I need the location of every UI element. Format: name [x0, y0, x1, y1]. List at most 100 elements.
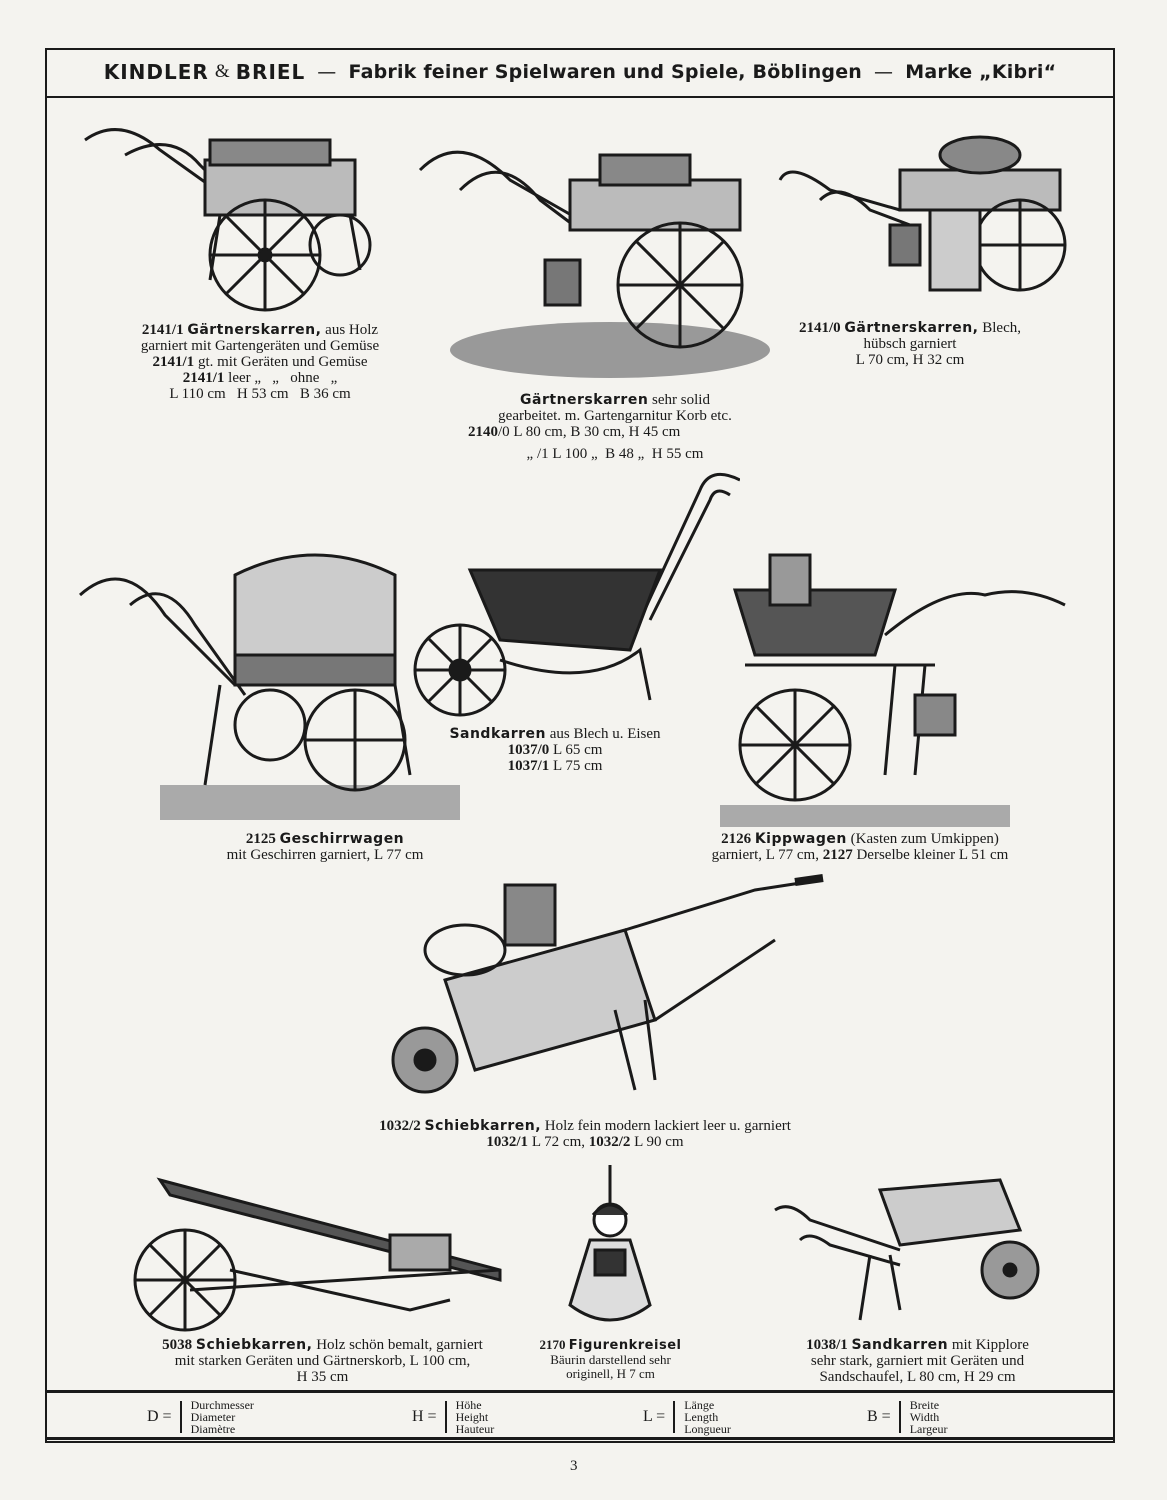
item-text: leer „ „ ohne „	[228, 370, 338, 386]
item-number: 2141/1	[182, 370, 225, 386]
item-number: 1032/1	[486, 1134, 529, 1150]
item-number: 1037/0	[507, 742, 550, 758]
illustration-gaertnerskarren-2141-0	[778, 135, 1067, 292]
page-frame	[45, 48, 1115, 1443]
item-text: (Kasten zum Umkippen)	[850, 831, 999, 847]
legend-key: B =	[867, 1408, 891, 1425]
legend-word: Diamètre	[190, 1422, 236, 1436]
legend-word: Höhe	[455, 1398, 482, 1412]
item-number: 2141/0	[798, 320, 841, 336]
illustration-gaertnerskarren-2141-1	[84, 128, 372, 312]
item-text: aus Blech u. Eisen	[549, 726, 661, 742]
caption-2141-0: 2141/0 Gärtnerskarren, Blech, hübsch gar…	[780, 320, 1040, 368]
caption-1037: Sandkarren aus Blech u. Eisen 1037/0 L 6…	[420, 726, 690, 774]
item-text: mit Kipplore	[951, 1337, 1029, 1353]
item-text: Blech,	[982, 320, 1021, 336]
item-name: Gärtnerskarren	[520, 392, 649, 408]
item-text: mit starken Geräten und Gärtnerskorb, L …	[174, 1353, 471, 1369]
item-number: 1032/2	[588, 1134, 631, 1150]
header-mark: Marke „Kibri“	[905, 61, 1057, 83]
caption-1032: 1032/2 Schiebkarren, Holz fein modern la…	[330, 1118, 840, 1150]
illustration-schiebkarren-5038	[133, 1177, 502, 1332]
illustration-sandkarren-1038-1	[774, 1178, 1040, 1321]
item-dimensions: originell, H 7 cm	[566, 1366, 655, 1381]
item-text: gt. mit Geräten und Gemüse	[197, 354, 368, 370]
item-number: 2140	[468, 424, 498, 440]
item-name: Kippwagen	[754, 831, 847, 847]
item-name: Schiebkarren,	[195, 1337, 313, 1353]
item-dimensions: L 90 cm	[634, 1134, 684, 1150]
item-number: 2141/1	[141, 322, 184, 338]
item-dimensions: H 35 cm	[296, 1369, 349, 1385]
item-number: 1038/1	[806, 1337, 848, 1353]
item-number: 2126	[721, 831, 752, 847]
catalog-header: KINDLER & BRIEL — Fabrik feiner Spielwar…	[45, 48, 1115, 98]
caption-5038: 5038 Schiebkarren, Holz schön bemalt, ga…	[120, 1337, 525, 1385]
legend-word: Länge	[684, 1398, 715, 1412]
legend-word: Width	[909, 1410, 940, 1424]
legend-key: H =	[412, 1408, 437, 1425]
legend-word: Breite	[909, 1398, 940, 1412]
caption-2125: 2125 Geschirrwagen mit Geschirren garnie…	[195, 831, 455, 863]
item-name: Sandkarren	[851, 1337, 949, 1353]
item-text: sehr stark, garniert mit Geräten und	[810, 1353, 1025, 1369]
illustration-geschirrwagen-2125	[79, 553, 460, 820]
brand-name-2: BRIEL	[235, 60, 306, 84]
item-dimensions: /0 L 80 cm, B 30 cm, H 45 cm	[498, 424, 681, 440]
item-text: Holz fein modern lackiert leer u. garnie…	[544, 1118, 791, 1134]
item-dimensions: L 75 cm	[552, 758, 603, 774]
item-number: 2141/1	[152, 354, 195, 370]
item-text: Holz schön bemalt, garniert	[316, 1337, 483, 1353]
legend-key: L =	[643, 1408, 666, 1425]
caption-2170: 2170 Figurenkreisel Bäurin darstellend s…	[528, 1338, 693, 1381]
item-text: sehr solid	[652, 392, 710, 408]
illustration-schiebkarren-1032	[391, 874, 824, 1094]
item-dimensions: L 72 cm,	[531, 1134, 585, 1150]
item-text: garniert, L 77 cm,	[711, 847, 819, 863]
item-text: hübsch garniert	[863, 336, 957, 352]
item-text: gearbeitet. m. Gartengarnitur Korb etc.	[498, 408, 732, 424]
legend-key: D =	[147, 1408, 172, 1425]
item-number: 1037/1	[507, 758, 550, 774]
page-number: 3	[570, 1458, 578, 1474]
item-name: Sandkarren	[449, 726, 546, 742]
caption-1038-1: 1038/1 Sandkarren mit Kipplore sehr star…	[765, 1337, 1070, 1385]
header-subtitle: Fabrik feiner Spielwaren und Spiele, Böb…	[348, 61, 863, 83]
brand-name: KINDLER	[103, 60, 209, 84]
caption-2126: 2126 Kippwagen (Kasten zum Umkippen) gar…	[680, 831, 1040, 863]
item-dimensions: „ /1 L 100 „ B 48 „ H 55 cm	[526, 446, 704, 462]
legend-word: Largeur	[909, 1422, 948, 1436]
item-name: Gärtnerskarren,	[187, 322, 322, 338]
item-dimensions: L 110 cm H 53 cm B 36 cm	[169, 386, 351, 402]
item-dimensions: Sandschaufel, L 80 cm, H 29 cm	[819, 1369, 1016, 1385]
item-name: Gärtnerskarren,	[844, 320, 979, 336]
item-text: mit Geschirren garniert, L 77 cm	[226, 847, 424, 863]
illustration-gaertnerskarren-2140	[418, 150, 770, 378]
item-text: aus Holz	[325, 322, 379, 338]
caption-2141-1: 2141/1 Gärtnerskarren, aus Holz garniert…	[100, 322, 420, 402]
item-number: 5038	[162, 1337, 193, 1353]
item-dimensions: L 65 cm	[552, 742, 603, 758]
item-name: Schiebkarren,	[424, 1118, 542, 1134]
item-number: 1032/2	[379, 1118, 421, 1134]
legend-word: Diameter	[190, 1410, 236, 1424]
item-text: Bäurin darstellend sehr	[550, 1352, 671, 1367]
legend-word: Length	[684, 1410, 719, 1424]
item-number: 2125	[245, 831, 276, 847]
caption-2140: Gärtnerskarren sehr solid gearbeitet. m.…	[460, 392, 770, 462]
brand-ampersand: &	[214, 61, 230, 82]
item-number: 2170	[539, 1337, 566, 1352]
illustration-figurenkreisel-2170	[568, 1165, 652, 1322]
illustration-kippwagen-2126	[720, 553, 1066, 827]
item-number: 2127	[822, 847, 853, 863]
header-dash: —	[317, 61, 337, 83]
item-text: garniert mit Gartengeräten und Gemüse	[140, 338, 380, 354]
item-name: Geschirrwagen	[279, 831, 405, 847]
legend-word: Height	[455, 1410, 489, 1424]
item-text: Derselbe kleiner L 51 cm	[856, 847, 1009, 863]
